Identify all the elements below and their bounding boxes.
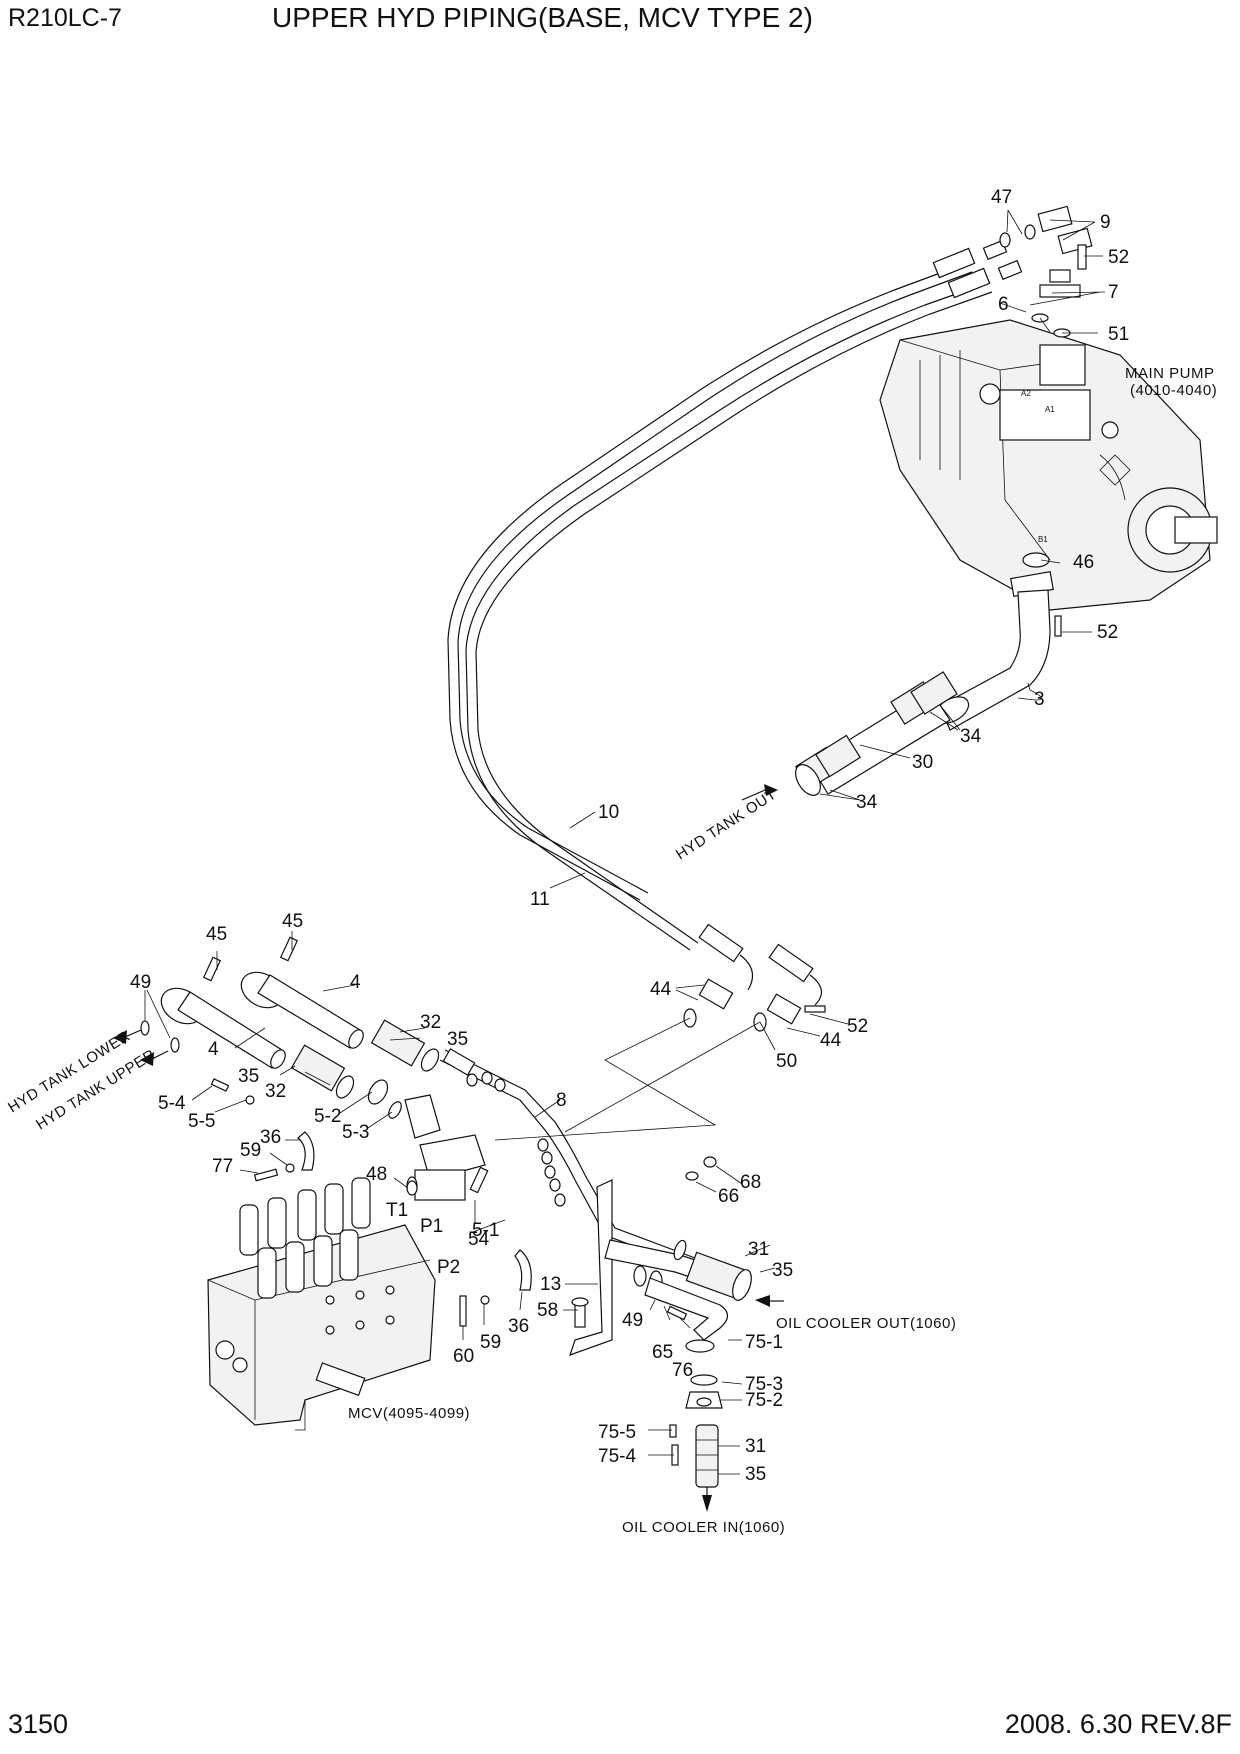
main-control-valve xyxy=(207,1177,436,1431)
callout-5-2: 5-2 xyxy=(314,1106,341,1127)
callout-34-a: 34 xyxy=(960,726,982,747)
port-a2-label: A2 xyxy=(1021,389,1031,398)
callout-4-b: 4 xyxy=(208,1039,219,1060)
callout-5-4: 5-4 xyxy=(158,1093,186,1114)
callout-35-a: 35 xyxy=(447,1029,468,1050)
callout-45-a: 45 xyxy=(206,924,227,945)
callout-36-a: 36 xyxy=(260,1127,281,1148)
callout-59-a: 59 xyxy=(240,1140,261,1161)
model-code: R210LC-7 xyxy=(8,4,122,32)
callout-31-a: 31 xyxy=(748,1239,769,1260)
callout-32-b: 32 xyxy=(265,1081,286,1102)
port-a1-label: A1 xyxy=(1045,405,1055,414)
suction-elbow-3 xyxy=(934,552,1062,731)
callout-66: 66 xyxy=(718,1186,739,1207)
oil-cooler-in-parts xyxy=(669,1374,723,1512)
main-pump-label: MAIN PUMP xyxy=(1125,365,1215,382)
hyd-tank-out-label: HYD TANK OUT xyxy=(673,786,780,864)
callout-44-a: 44 xyxy=(650,979,672,1000)
hose-fitting-top xyxy=(932,239,1023,299)
callout-44-b: 44 xyxy=(820,1030,842,1051)
callout-45-b: 45 xyxy=(282,911,303,932)
callout-46: 46 xyxy=(1073,552,1094,573)
callout-3: 3 xyxy=(1034,689,1045,710)
callout-49-a: 49 xyxy=(130,972,151,993)
callout-75-1: 75-1 xyxy=(745,1332,783,1353)
oil-cooler-out-pipe xyxy=(604,1239,752,1353)
split-flanges-44 xyxy=(683,978,826,1032)
pipe-8 xyxy=(439,1049,696,1269)
port-p1-label: P1 xyxy=(420,1216,443,1237)
callout-6: 6 xyxy=(998,294,1009,315)
hose-10 xyxy=(447,261,973,901)
callout-76: 76 xyxy=(672,1360,693,1381)
pipe-8-fittings xyxy=(466,1071,566,1207)
callout-52-b: 52 xyxy=(1097,622,1118,643)
callout-34-b: 34 xyxy=(856,792,878,813)
callout-75-3: 75-3 xyxy=(745,1374,783,1395)
mcv-spools xyxy=(239,1177,371,1299)
pump-top-fittings xyxy=(999,205,1093,338)
callout-13: 13 xyxy=(540,1274,561,1295)
callout-30: 30 xyxy=(912,752,933,773)
callout-10: 10 xyxy=(598,802,619,823)
callout-75-2: 75-2 xyxy=(745,1390,783,1411)
callout-52-a: 52 xyxy=(1108,247,1129,268)
callout-65: 65 xyxy=(652,1342,673,1363)
callout-5-5: 5-5 xyxy=(188,1111,215,1132)
callout-68: 68 xyxy=(740,1172,761,1193)
callout-75-5: 75-5 xyxy=(598,1422,636,1443)
callout-32-a: 32 xyxy=(420,1012,441,1033)
callout-11: 11 xyxy=(530,889,550,910)
oil-cooler-out-label: OIL COOLER OUT(1060) xyxy=(776,1315,956,1332)
hose-30 xyxy=(795,671,958,796)
hose-11 xyxy=(465,281,993,951)
callout-48: 48 xyxy=(366,1164,387,1185)
callout-35-d: 35 xyxy=(745,1464,766,1485)
callout-5-3: 5-3 xyxy=(342,1122,369,1143)
callout-52-c: 52 xyxy=(847,1016,868,1037)
callout-75-4: 75-4 xyxy=(598,1446,636,1467)
mcv-label: MCV(4095-4099) xyxy=(348,1405,470,1422)
callout-54: 54 xyxy=(468,1229,490,1250)
callout-77: 77 xyxy=(212,1156,233,1177)
page-title: UPPER HYD PIPING(BASE, MCV TYPE 2) xyxy=(272,2,813,33)
callout-59-b: 59 xyxy=(480,1332,501,1353)
port-b1-label: B1 xyxy=(1038,535,1048,544)
date-revision: 2008. 6.30 REV.8F xyxy=(1004,1709,1232,1739)
callout-5-1: 5-1 xyxy=(472,1220,499,1241)
callout-8: 8 xyxy=(556,1090,567,1111)
callout-60: 60 xyxy=(453,1346,474,1367)
callout-47: 47 xyxy=(991,187,1012,208)
bracket-13 xyxy=(569,1179,613,1356)
hose-fitting-bottom xyxy=(698,923,822,1006)
callout-4-a: 4 xyxy=(350,972,361,993)
callout-36-b: 36 xyxy=(508,1316,529,1337)
tank-return-pipe-4-upper xyxy=(240,971,476,1076)
callout-51: 51 xyxy=(1108,324,1129,345)
callout-49-b: 49 xyxy=(622,1310,643,1331)
callout-31-b: 31 xyxy=(745,1436,766,1457)
oil-cooler-in-label: OIL COOLER IN(1060) xyxy=(622,1519,785,1536)
callout-58: 58 xyxy=(537,1300,558,1321)
main-pump-range: (4010-4040) xyxy=(1130,382,1217,399)
callout-9: 9 xyxy=(1100,212,1111,233)
callout-7: 7 xyxy=(1108,282,1119,303)
callout-35-b: 35 xyxy=(238,1066,259,1087)
callout-50: 50 xyxy=(776,1051,797,1072)
tank-return-pipe-4-lower xyxy=(160,987,355,1099)
port-p2-label: P2 xyxy=(437,1257,460,1278)
port-t1-label: T1 xyxy=(386,1200,408,1221)
main-pump xyxy=(879,319,1218,611)
page-number: 3150 xyxy=(8,1709,69,1739)
callout-35-c: 35 xyxy=(772,1260,793,1281)
